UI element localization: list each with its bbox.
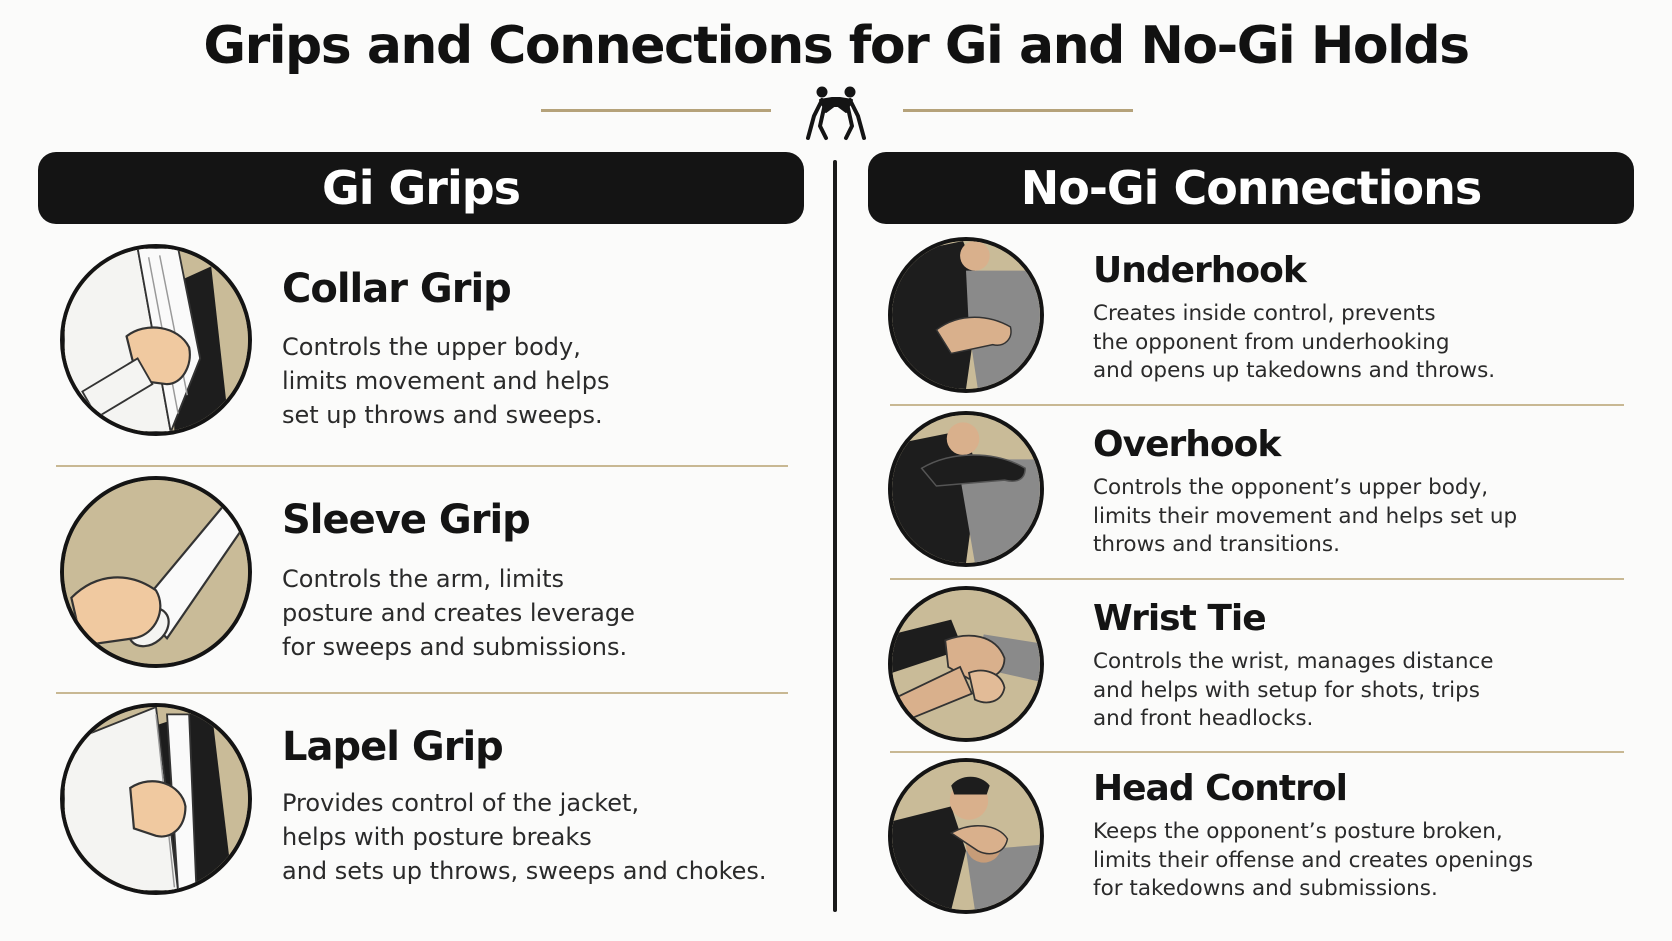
item-description: Creates inside control, prevents the opp… <box>1093 301 1496 383</box>
item-title: Collar Grip <box>282 266 512 312</box>
overhook-illustration <box>888 411 1044 567</box>
no-gi-connections-header: No-Gi Connections <box>868 152 1634 224</box>
grappling-wrestlers-icon <box>786 82 886 142</box>
gi-grips-header: Gi Grips <box>38 152 804 224</box>
item-description: Controls the wrist, manages distance and… <box>1093 649 1494 731</box>
item-title: Lapel Grip <box>282 724 504 770</box>
separator <box>56 465 788 467</box>
item-title: Sleeve Grip <box>282 497 531 543</box>
separator <box>890 578 1624 580</box>
column-divider <box>833 160 837 912</box>
lapel-grip-illustration <box>60 703 252 895</box>
separator <box>56 692 788 694</box>
item-description: Keeps the opponent’s posture broken, lim… <box>1093 819 1534 901</box>
item-title: Overhook <box>1093 424 1281 465</box>
item-description: Controls the upper body, limits movement… <box>282 333 610 429</box>
item-description: Provides control of the jacket, helps wi… <box>282 789 767 885</box>
separator <box>890 404 1624 406</box>
title-underline-left <box>541 109 771 112</box>
wrist-tie-illustration <box>888 586 1044 742</box>
head-control-illustration <box>888 758 1044 914</box>
title-underline-right <box>903 109 1133 112</box>
page-title: Grips and Connections for Gi and No-Gi H… <box>203 16 1470 76</box>
item-description: Controls the arm, limits posture and cre… <box>282 565 635 661</box>
item-description: Controls the opponent’s upper body, limi… <box>1093 475 1518 557</box>
sleeve-grip-illustration <box>60 476 252 668</box>
underhook-illustration <box>888 237 1044 393</box>
separator <box>890 751 1624 753</box>
item-title: Head Control <box>1093 768 1348 809</box>
item-title: Underhook <box>1093 250 1307 291</box>
item-title: Wrist Tie <box>1093 598 1267 639</box>
collar-grip-illustration <box>60 244 252 436</box>
